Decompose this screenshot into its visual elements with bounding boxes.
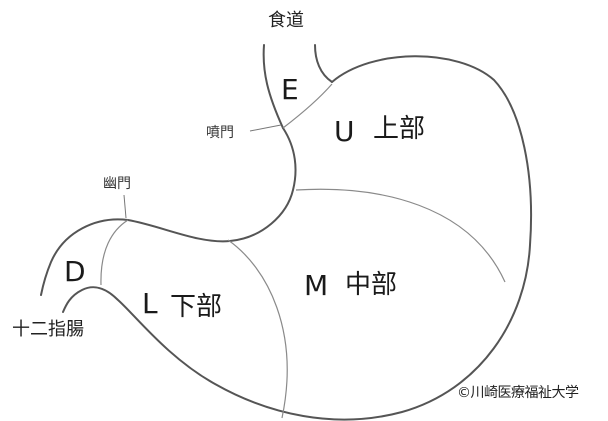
duodenum-label: 十二指腸 [12,319,84,340]
esophagus-left-wall [262,44,284,129]
region-u-name-label: 上部 [373,114,426,144]
cardia-label: 噴門 [206,125,234,141]
division-line-m-l [227,239,288,419]
esophagus-label: 食道 [268,10,304,31]
region-l-name-label: 下部 [170,292,223,322]
region-l-label: L [142,287,158,320]
region-d-label: D [64,255,86,288]
region-u-label: U [334,115,355,148]
leader-line-cardia [249,124,282,132]
greater-curvature-outline [62,55,533,421]
region-e-label: E [281,73,299,106]
division-line-e-u [282,83,333,129]
division-line-pylorus [100,219,129,286]
division-line-u-m [295,188,506,283]
region-m-label: M [304,269,329,302]
lesser-curvature-outline [40,127,297,296]
copyright-credit: ©川崎医療福祉大学 [457,385,579,401]
region-m-name-label: 中部 [345,270,398,300]
pylorus-label: 幽門 [103,176,131,192]
esophagus-right-wall [314,44,333,83]
leader-line-pylorus [123,194,127,219]
